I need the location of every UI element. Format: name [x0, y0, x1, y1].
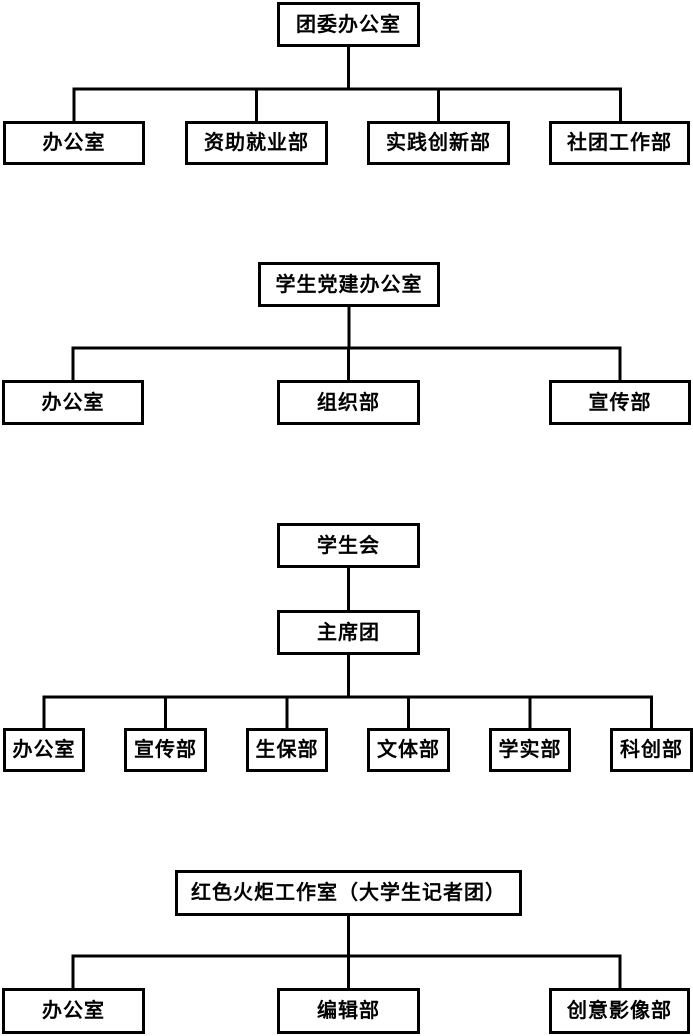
- node-party-building-child-1: 组织部: [277, 380, 420, 425]
- node-red-torch-child-0: 办公室: [2, 988, 145, 1034]
- node-party-building-root: 学生党建办公室: [258, 262, 440, 307]
- node-student-union-child-4: 学实部: [489, 728, 571, 772]
- node-league-committee-child-3: 社团工作部: [549, 121, 690, 165]
- node-party-building-child-2: 宣传部: [549, 380, 691, 425]
- node-student-union-presidium: 主席团: [277, 610, 420, 655]
- node-red-torch-child-1: 编辑部: [277, 988, 420, 1034]
- node-league-committee-child-0: 办公室: [3, 121, 145, 165]
- node-league-committee-child-1: 资助就业部: [185, 121, 328, 165]
- node-league-committee-root: 团委办公室: [277, 2, 420, 47]
- node-student-union-root: 学生会: [277, 523, 420, 568]
- node-league-committee-child-2: 实践创新部: [367, 121, 510, 165]
- node-red-torch-root: 红色火炬工作室（大学生记者团）: [175, 870, 522, 916]
- node-student-union-child-0: 办公室: [3, 728, 85, 772]
- node-student-union-child-5: 科创部: [610, 728, 693, 772]
- node-student-union-child-3: 文体部: [367, 728, 450, 772]
- node-student-union-child-1: 宣传部: [124, 728, 207, 772]
- node-red-torch-child-2: 创意影像部: [549, 988, 690, 1034]
- node-student-union-child-2: 生保部: [246, 728, 328, 772]
- node-party-building-child-0: 办公室: [2, 380, 144, 425]
